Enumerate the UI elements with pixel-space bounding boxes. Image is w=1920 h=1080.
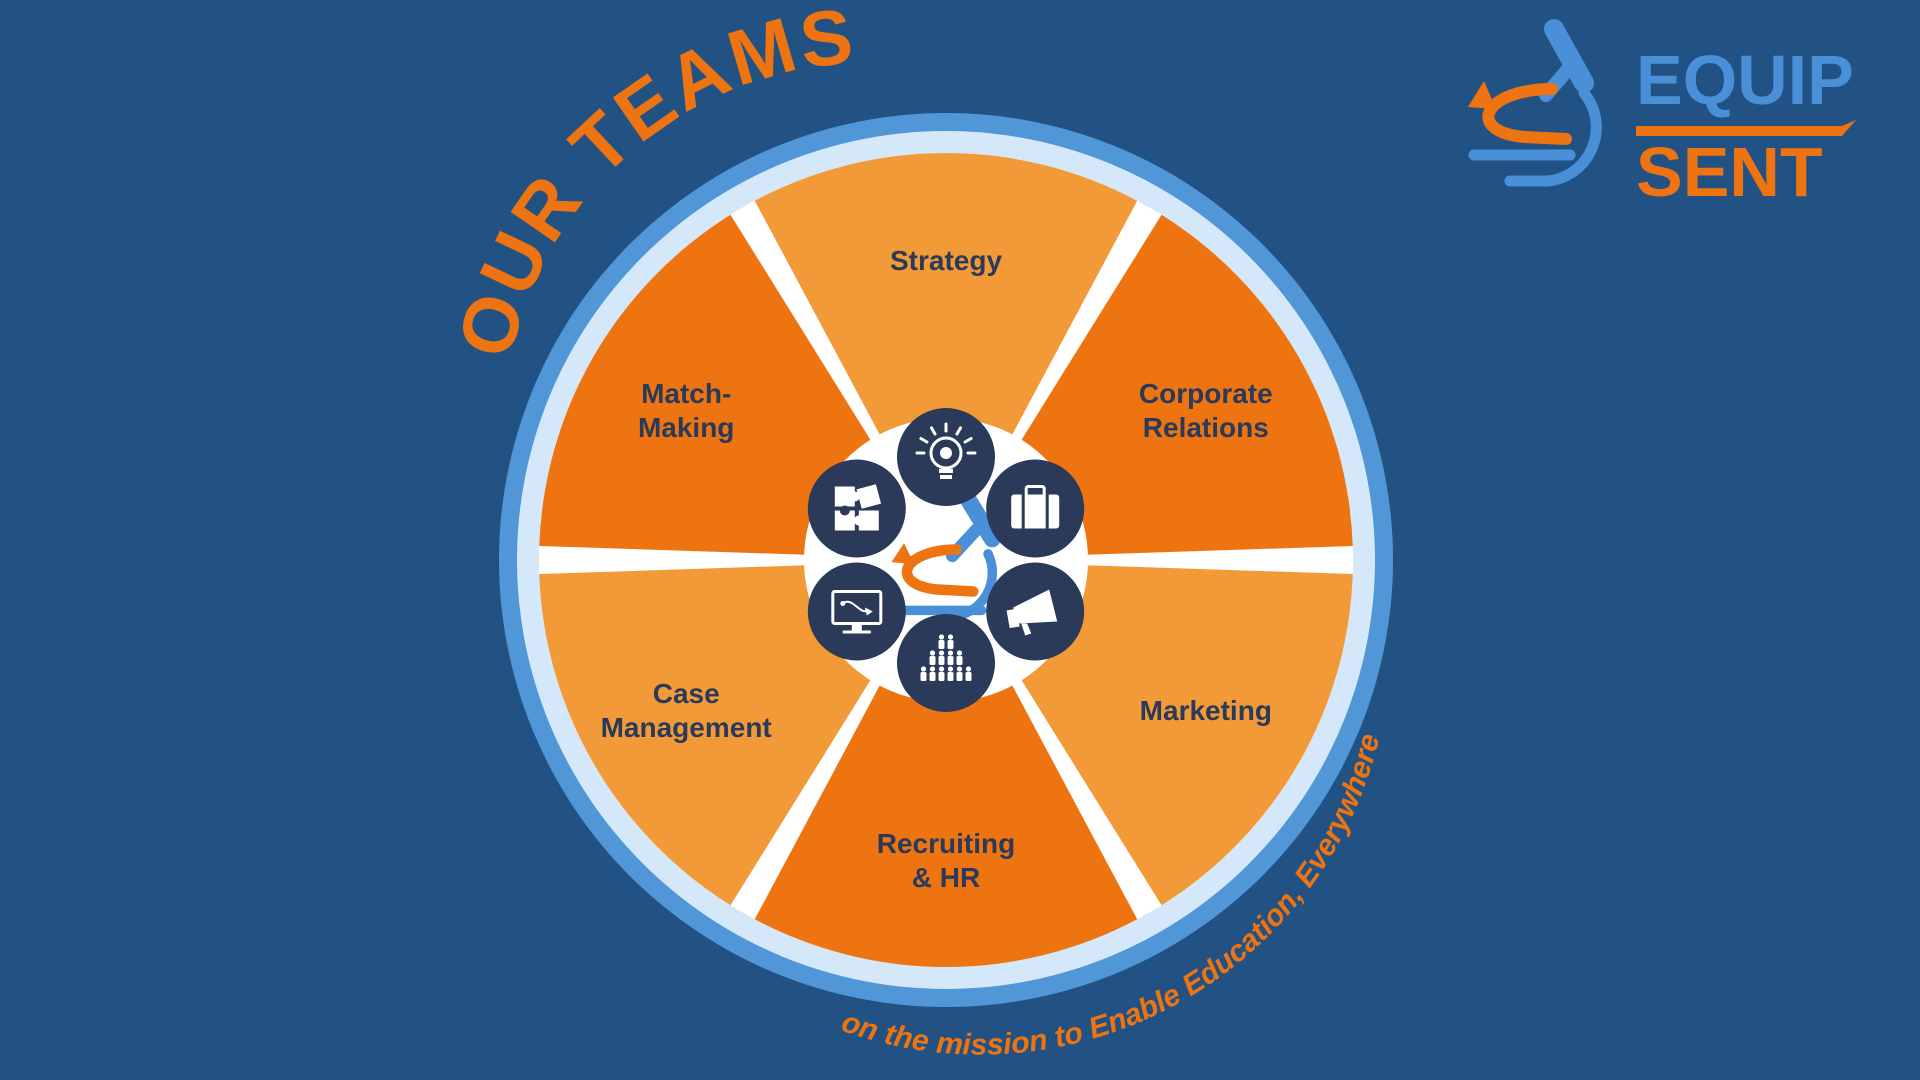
team-icons (807, 408, 1085, 712)
equipsent-logo: EQUIP SENT (1468, 19, 1856, 211)
lightbulb-icon (897, 408, 995, 506)
wedge-recruiting-hr (754, 576, 1138, 967)
team-label-marketing: Marketing (1140, 695, 1272, 726)
team-label-recruiting-hr: Recruiting& HR (877, 828, 1015, 893)
logo-text-equip: EQUIP (1636, 41, 1854, 119)
logo-text-sent: SENT (1636, 133, 1823, 211)
logo-arrow (1636, 120, 1856, 136)
briefcase-icon (986, 459, 1085, 558)
monitor-icon (807, 562, 906, 661)
puzzle-icon (807, 459, 906, 558)
people-group-icon (897, 614, 995, 712)
megaphone-icon (986, 562, 1085, 661)
team-label-match-making: Match-Making (638, 378, 734, 443)
logo-microscope-icon (1468, 19, 1602, 187)
team-label-strategy: Strategy (890, 245, 1002, 276)
wedge-strategy (754, 153, 1138, 544)
